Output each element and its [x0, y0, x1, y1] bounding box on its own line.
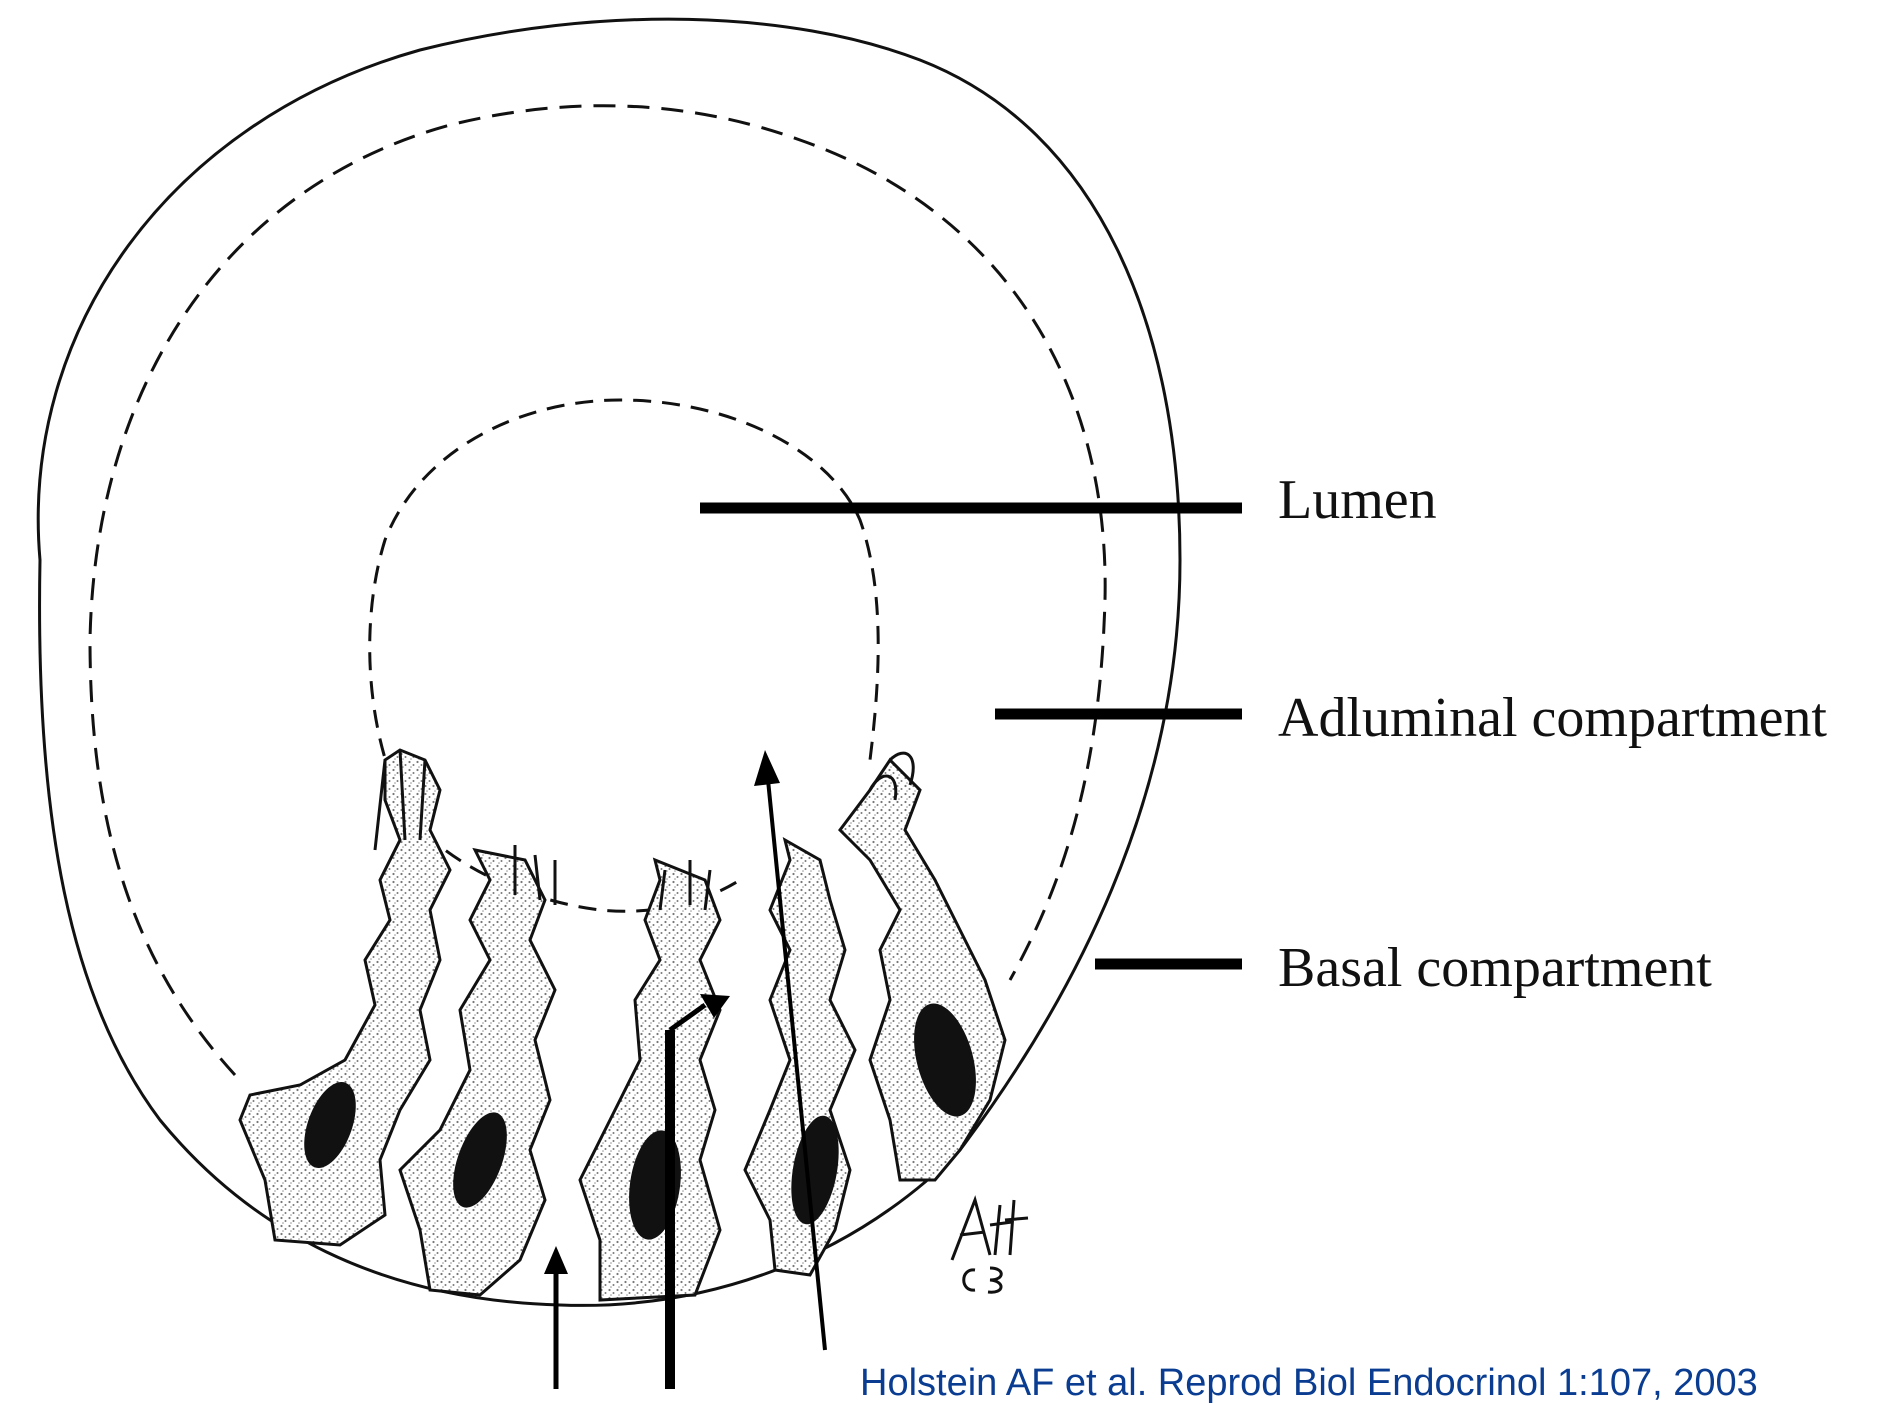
arrowhead-1-icon — [544, 1246, 568, 1274]
lumen-label: Lumen — [1278, 472, 1437, 528]
citation-text: Holstein AF et al. Reprod Biol Endocrino… — [860, 1364, 1758, 1402]
arrowhead-3-icon — [754, 750, 780, 786]
sertoli-cell-5 — [840, 753, 1005, 1180]
tubule-outer-wall — [38, 19, 1180, 1305]
lumen-boundary — [370, 400, 878, 911]
basal-compartment-label: Basal compartment — [1278, 940, 1712, 996]
sertoli-cell-3 — [580, 860, 720, 1300]
adluminal-compartment-label: Adluminal compartment — [1278, 690, 1827, 746]
artist-signature — [952, 1200, 1028, 1292]
sertoli-cell-4 — [745, 840, 855, 1275]
